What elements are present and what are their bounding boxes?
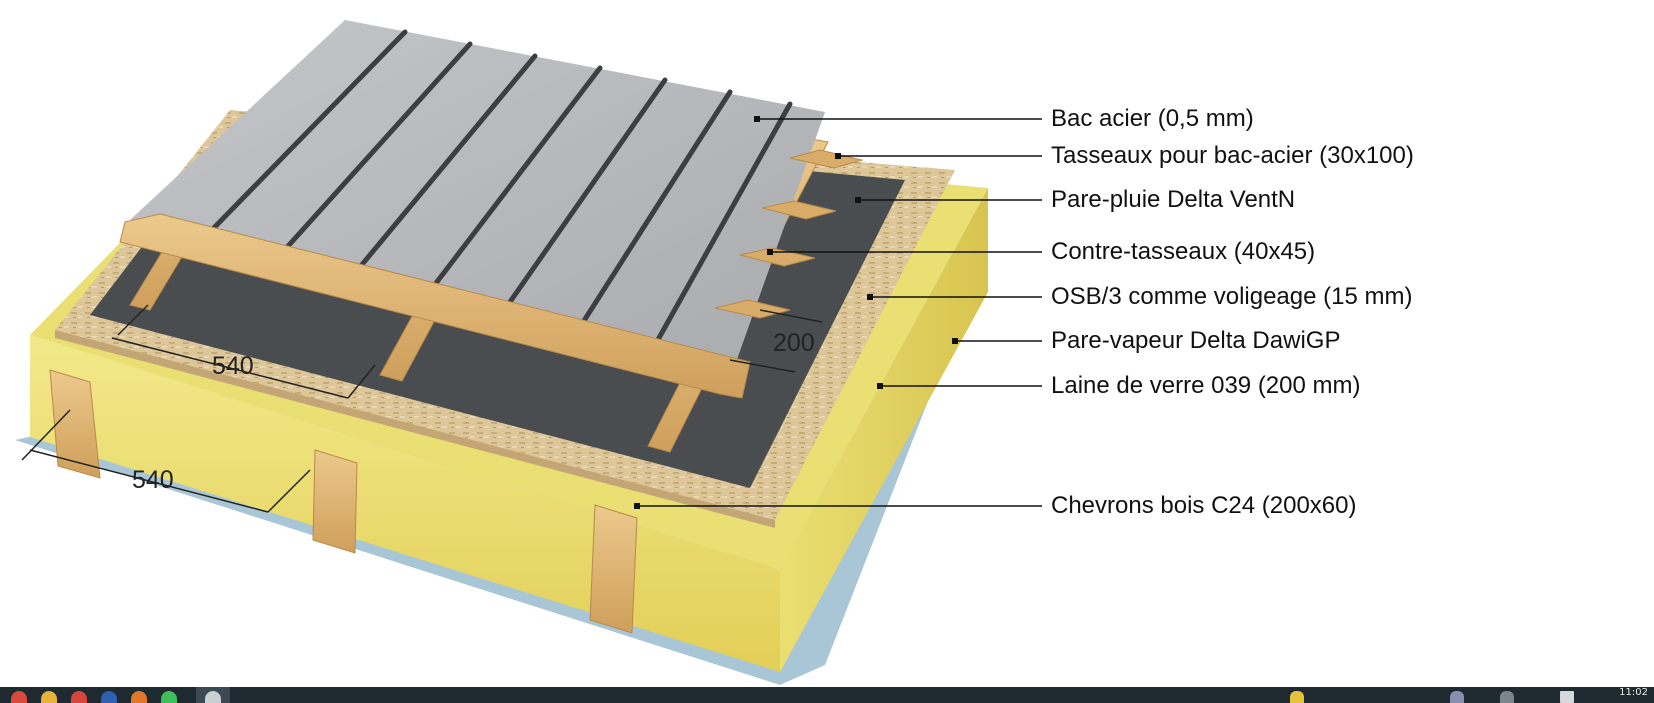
folder-icon[interactable]: [38, 687, 60, 703]
leader-lines: [637, 118, 1042, 507]
label-glass-wool: Laine de verre 039 (200 mm): [1051, 372, 1361, 399]
chrome-icon[interactable]: [68, 687, 90, 703]
batten-end: [739, 247, 816, 267]
roof-layers-illustration: [15, 20, 1042, 685]
glass-wool-right: [780, 188, 988, 672]
dimension-rafter-spacing: 540: [132, 466, 174, 494]
rafter: [589, 504, 638, 634]
dimension-lines: [21, 304, 823, 513]
tray-volume-icon[interactable]: [1500, 691, 1514, 703]
word-icon[interactable]: [98, 687, 120, 703]
taskbar: 11:02: [0, 687, 1654, 703]
whatsapp-icon[interactable]: [158, 687, 180, 703]
steel-sheet-layer: [130, 20, 825, 365]
leader-dots: [634, 116, 958, 509]
label-steel-sheet: Bac acier (0,5 mm): [1051, 105, 1254, 132]
rafter: [312, 449, 358, 554]
tray-notification-icon[interactable]: [1560, 691, 1574, 703]
label-steel-sheet-battens: Tasseaux pour bac-acier (30x100): [1051, 142, 1414, 169]
steel-sheet-ribs: [202, 29, 793, 348]
mail-icon[interactable]: [8, 687, 30, 703]
rafter: [49, 369, 101, 479]
label-counter-battens: Contre-tasseaux (40x45): [1051, 238, 1316, 265]
steel-sheet-battens: [119, 149, 864, 399]
label-vapour-barrier: Pare-vapeur Delta DawiGP: [1051, 327, 1341, 354]
rafters: [49, 369, 638, 634]
taskbar-clock[interactable]: 11:02: [1619, 687, 1648, 698]
tray-network-icon[interactable]: [1450, 691, 1464, 703]
dimension-batten-spacing: 200: [773, 329, 815, 357]
batten-end: [714, 299, 791, 319]
front-batten: [119, 213, 751, 399]
firefox-icon[interactable]: [128, 687, 150, 703]
app-icon[interactable]: [196, 687, 230, 703]
label-osb-board: OSB/3 comme voligeage (15 mm): [1051, 283, 1413, 310]
dimension-counter-batten-spacing: 540: [212, 352, 254, 380]
tray-lightbulb-icon[interactable]: [1290, 691, 1304, 703]
label-rafters: Chevrons bois C24 (200x60): [1051, 492, 1357, 519]
label-rain-screen: Pare-pluie Delta VentN: [1051, 186, 1296, 213]
batten-end: [761, 200, 837, 220]
batten-end: [789, 149, 864, 169]
roof-section-diagram: Bac acier (0,5 mm) Tasseaux pour bac-aci…: [15, 20, 1414, 685]
osb-board-edge: [55, 330, 775, 528]
